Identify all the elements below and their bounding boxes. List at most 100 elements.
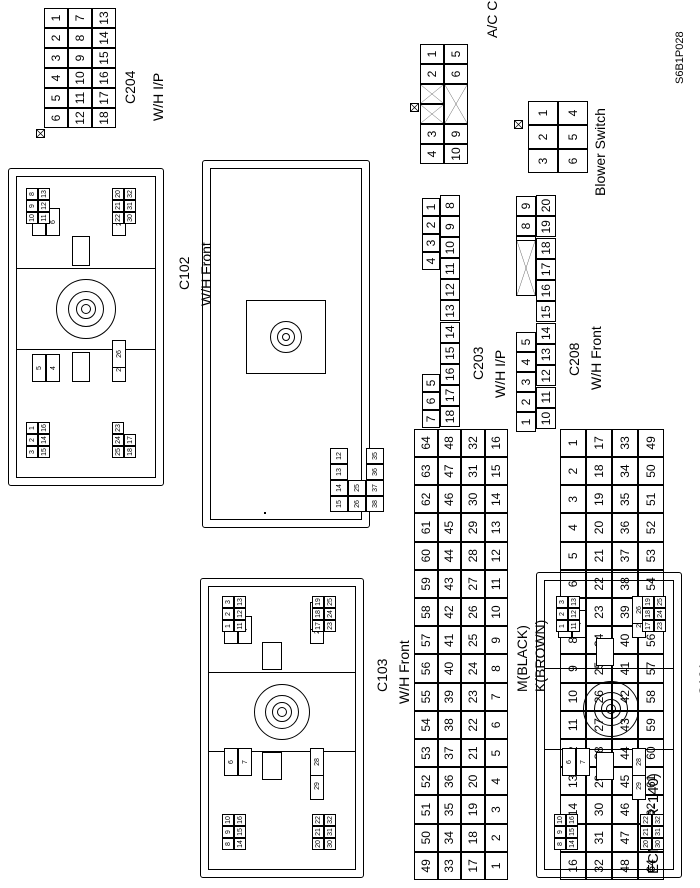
pin: 61 [414,513,438,542]
pin: 6 [444,64,468,84]
pin: 34 [437,823,461,852]
pin: 45 [437,513,461,542]
pin: 14 [484,485,508,514]
pin: 11 [484,569,508,598]
pin: 1 [222,620,234,632]
pin: 23 [654,620,666,632]
pin: 8 [68,28,92,48]
pin: 25 [324,596,336,608]
pin: 47 [437,457,461,486]
pin: 26 [112,340,126,368]
pin: 19 [312,596,324,608]
pin: 11 [68,88,92,108]
pin: 22 [461,710,485,739]
pin: 21 [112,200,124,212]
pin: 17 [642,620,654,632]
c204-label: C204 [122,70,138,104]
pin: 16 [38,422,50,434]
pin: 50 [638,457,664,486]
pin: 15 [330,496,348,512]
pin: 2 [528,125,558,149]
pin: 36 [437,767,461,796]
c201-hub-core [282,333,290,341]
pin: 53 [638,541,664,570]
pin: 21 [586,541,612,570]
pin: 31 [124,200,136,212]
pin: 16 [484,428,508,457]
pin: 35 [366,448,384,464]
pin: 7 [238,748,252,776]
pin: 27 [461,569,485,598]
pin: 21 [461,739,485,768]
pin: 9 [444,124,468,144]
pin: 20 [312,838,324,850]
pin: 3 [420,124,444,144]
pin: 1 [422,198,440,216]
pin: 24 [461,654,485,683]
pin: 32 [124,188,136,200]
pin: 4 [484,767,508,796]
pin: 9 [554,826,566,838]
c103-label: C103 [374,658,390,692]
pin: 17 [440,384,460,406]
pin: 16 [234,814,246,826]
blank-cavity [264,512,266,514]
pin: 62 [414,485,438,514]
c102-hub-core [81,304,91,314]
pin: 36 [612,513,638,542]
pin: 64 [414,428,438,457]
pin: 17 [586,428,612,457]
pin: 14 [440,321,460,343]
pin: 13 [38,188,50,200]
pin: 5 [32,354,46,382]
pin: 31 [652,826,664,838]
pin: 4 [558,101,588,125]
pin: 19 [461,795,485,824]
c203-sublabel: W/H I/P [492,349,508,398]
pin: 52 [638,513,664,542]
pin: 25 [461,626,485,655]
pin: 18 [536,237,556,259]
pin: 20 [536,195,556,216]
c102-label: C102 [176,256,192,290]
pin: 5 [558,125,588,149]
pin: 10 [554,814,566,826]
pin: 23 [112,422,124,434]
pin: 35 [612,485,638,514]
pin: 1 [420,44,444,64]
pin: 5 [516,332,536,352]
pin: 13 [234,596,246,608]
pin: 7 [484,682,508,711]
pin: 5 [44,88,68,108]
ecm-m-label: M(BLACK) [514,625,530,692]
pin: 32 [324,814,336,826]
pin: 25 [654,596,666,608]
pin: 18 [312,608,324,620]
pin: 36 [366,464,384,480]
pin: 48 [437,428,461,457]
pin: 3 [560,485,586,514]
pin: 22 [112,212,124,224]
pin: 56 [414,654,438,683]
pin: 38 [366,496,384,512]
c101-blank [596,638,614,666]
c101-label: C101 [696,662,700,696]
pin: 12 [568,608,580,620]
pin: 20 [586,513,612,542]
pin: 6 [44,108,68,128]
blower-switch-label: Blower Switch [592,108,608,196]
pin: 4 [516,352,536,372]
pin: 18 [586,457,612,486]
pin: 18 [440,406,460,427]
pin: 3 [222,596,234,608]
pin: 44 [437,541,461,570]
pin: 49 [414,851,438,880]
pin: 1 [26,422,38,434]
pin: 18 [461,823,485,852]
pin: 16 [566,814,578,826]
pin: 14 [92,28,116,48]
figure-id: S6B1P028 [674,31,686,84]
pin: 59 [414,569,438,598]
pin: 10 [68,68,92,88]
pin: 28 [461,541,485,570]
